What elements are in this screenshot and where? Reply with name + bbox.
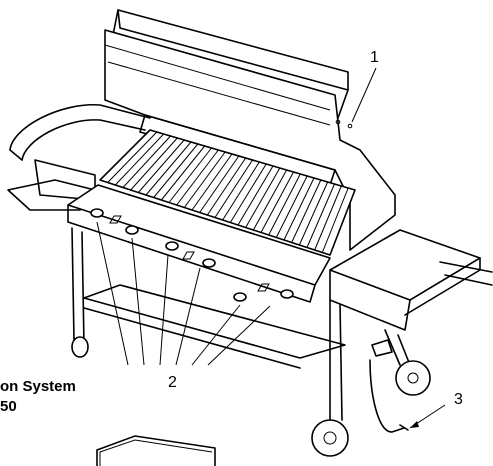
control-knob-icon <box>280 289 294 299</box>
grate-bar <box>229 163 267 223</box>
grate-bar <box>145 141 192 196</box>
grate-bar <box>245 167 281 228</box>
grate-bar <box>306 183 335 248</box>
grate-bar <box>191 153 233 211</box>
grate-bar <box>199 155 240 213</box>
cart-frame <box>71 227 431 457</box>
igniter-button-icon <box>109 215 122 224</box>
grate-bar <box>314 185 342 251</box>
grate-bar <box>183 151 226 208</box>
callout-leaders <box>96 67 446 429</box>
grate-bar <box>153 143 199 198</box>
rear-wheel <box>395 360 431 396</box>
grate-bar <box>291 179 322 243</box>
igniter-button-icon <box>257 283 270 292</box>
callout-label-1: 1 <box>370 49 379 66</box>
gas-hose <box>369 359 405 433</box>
leader-line-2 <box>191 304 241 366</box>
leader-line-2 <box>175 267 201 366</box>
leader-line-1 <box>351 67 377 123</box>
hinge-bolt-icon <box>347 123 353 129</box>
grate-bar <box>122 135 171 188</box>
grate-bar <box>298 181 329 246</box>
grate-bar <box>206 157 247 216</box>
hinge-bolt-icon <box>335 119 341 125</box>
grate-bar <box>283 177 315 241</box>
callout-label-2: 2 <box>168 374 177 391</box>
control-knob-icon <box>125 225 139 235</box>
grate-bar <box>222 161 260 221</box>
partial-box-outline <box>96 435 216 466</box>
caption-line-1: on System <box>0 378 76 395</box>
grate-bar <box>176 149 219 206</box>
leader-line-2 <box>131 237 145 366</box>
leader-line-2 <box>159 254 169 366</box>
grate-bar <box>275 175 308 238</box>
control-knob-icon <box>202 258 216 268</box>
control-panel <box>67 184 331 303</box>
cooking-grate <box>99 129 356 256</box>
grate-bar <box>321 187 349 253</box>
callout-label-3: 3 <box>454 391 463 408</box>
control-knob-icon <box>233 292 247 302</box>
grate-bar <box>252 169 288 231</box>
front-caster-wheel <box>71 336 89 358</box>
arrowhead-icon <box>410 421 419 428</box>
leader-line-2 <box>207 305 271 366</box>
grate-bar <box>137 139 185 193</box>
grate-bar <box>168 147 212 203</box>
igniter-button-icon <box>182 251 195 260</box>
leader-line-2 <box>96 221 129 366</box>
grate-bar <box>268 173 301 236</box>
rear-wheel <box>311 419 349 457</box>
caption-line-2: 50 <box>0 398 17 415</box>
right-side-shelf <box>329 229 493 331</box>
grate-bar <box>260 171 294 233</box>
grate-bar <box>130 137 178 191</box>
grill-lid <box>104 9 396 251</box>
control-knob-icon <box>165 241 179 251</box>
control-knob-icon <box>90 208 104 218</box>
grate-bar <box>114 133 165 186</box>
grate-bar <box>107 131 158 183</box>
grate-bar <box>237 165 274 226</box>
grate-bar <box>214 159 253 218</box>
grate-bar <box>160 145 206 201</box>
